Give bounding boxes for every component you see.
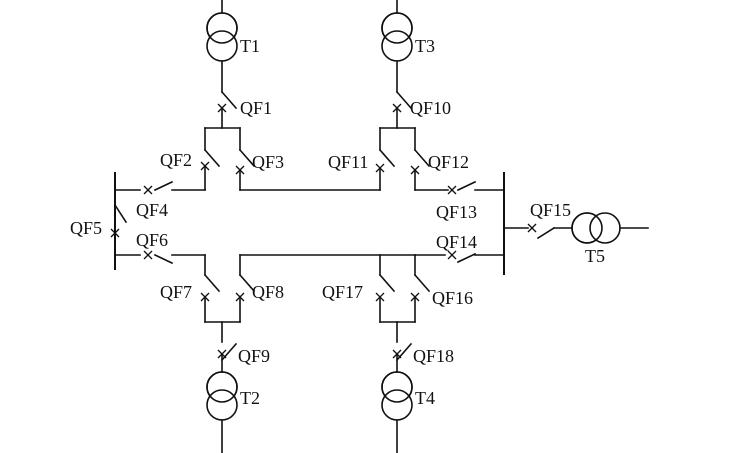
label-qf15: QF15 — [530, 200, 571, 220]
breaker-qf16 — [410, 273, 431, 323]
breaker-qf6 — [114, 250, 206, 265]
breaker-qf10 — [392, 90, 413, 129]
label-qf13: QF13 — [436, 202, 477, 222]
transformer-t1 — [206, 0, 238, 93]
breaker-qf18 — [392, 342, 413, 373]
breaker-qf5 — [110, 203, 128, 238]
label-qf1: QF1 — [240, 98, 272, 118]
breaker-qf4 — [114, 180, 206, 195]
label-qf11: QF11 — [328, 152, 368, 172]
label-qf10: QF10 — [410, 98, 451, 118]
breaker-qf1 — [217, 90, 238, 129]
transformer-t2 — [206, 371, 238, 453]
transformer-t4 — [381, 371, 413, 453]
breaker-qf11 — [375, 148, 396, 191]
label-qf17: QF17 — [322, 282, 363, 302]
breaker-qf13 — [414, 180, 505, 195]
breaker-qf9 — [217, 342, 238, 373]
breaker-qf15 — [503, 223, 573, 240]
label-t4: T4 — [415, 388, 435, 408]
label-qf4: QF4 — [136, 200, 168, 220]
breaker-qf12 — [410, 148, 431, 191]
breaker-qf3 — [235, 148, 256, 191]
label-qf6: QF6 — [136, 230, 168, 250]
transformer-t3 — [381, 0, 413, 93]
label-qf8: QF8 — [252, 282, 284, 302]
label-qf18: QF18 — [413, 346, 454, 366]
breaker-qf2 — [200, 148, 221, 191]
label-qf3: QF3 — [252, 152, 284, 172]
label-t1: T1 — [240, 36, 260, 56]
label-qf2: QF2 — [160, 150, 192, 170]
label-qf16: QF16 — [432, 288, 473, 308]
breaker-qf7 — [200, 273, 221, 323]
label-t3: T3 — [415, 36, 435, 56]
label-qf12: QF12 — [428, 152, 469, 172]
label-qf14: QF14 — [436, 232, 477, 252]
label-t5: T5 — [585, 246, 605, 266]
breaker-qf17 — [375, 273, 396, 323]
label-t2: T2 — [240, 388, 260, 408]
breaker-qf8 — [235, 273, 256, 323]
transformer-t5 — [571, 212, 649, 244]
label-qf5: QF5 — [70, 218, 102, 238]
breaker-qf14 — [414, 250, 505, 264]
label-qf7: QF7 — [160, 282, 192, 302]
label-qf9: QF9 — [238, 346, 270, 366]
